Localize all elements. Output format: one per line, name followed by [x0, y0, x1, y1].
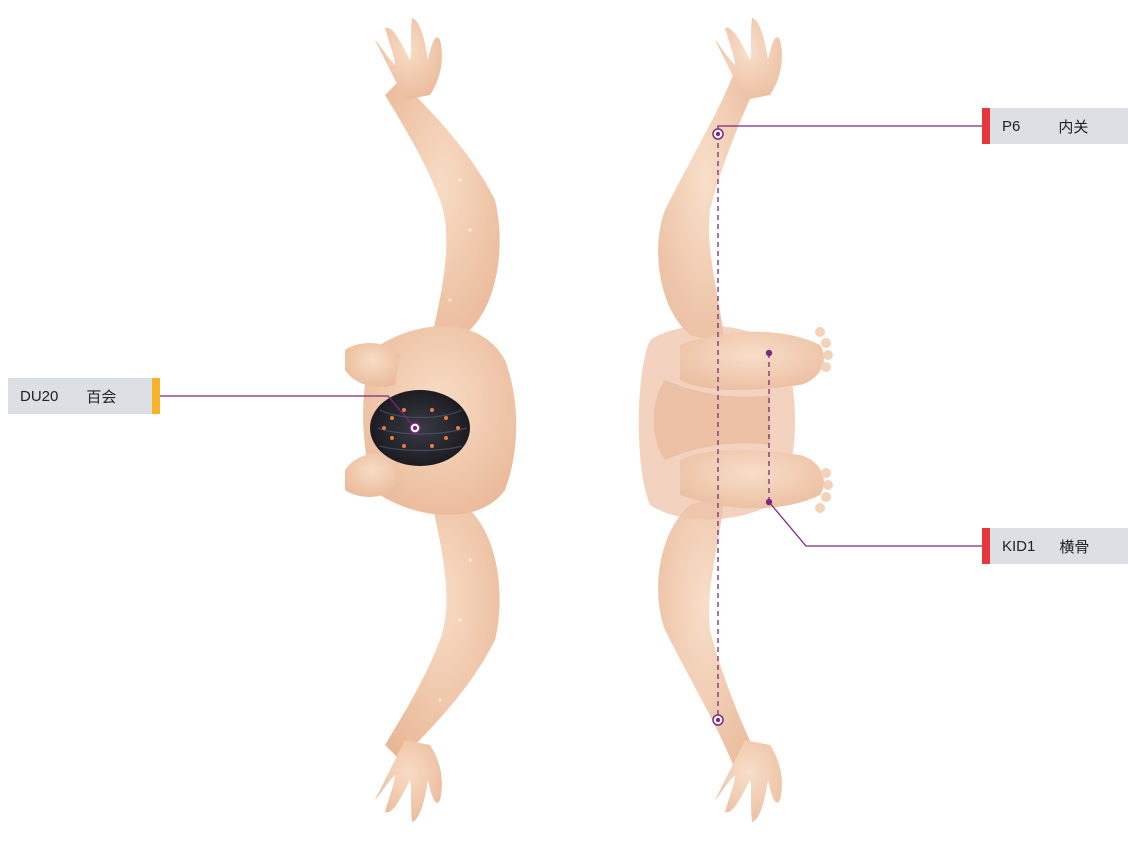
point-name: 横骨: [1059, 536, 1089, 557]
point-name: 内关: [1058, 116, 1088, 137]
label-kid1: KID1 横骨: [982, 528, 1128, 564]
p6-point-lower: [713, 715, 723, 725]
point-code: KID1: [1002, 538, 1035, 555]
p6-leader: [718, 126, 982, 134]
kid1-point-upper: [766, 350, 772, 356]
left-figure: [345, 18, 516, 822]
point-name: 百会: [86, 386, 116, 407]
kid1-point-lower: [766, 499, 772, 505]
kid1-leader: [769, 502, 982, 546]
label-marker: [982, 108, 990, 144]
right-figure: [639, 18, 833, 822]
label-du20: DU20 百会: [8, 378, 160, 414]
point-code: P6: [1002, 118, 1020, 135]
du20-point: [410, 423, 420, 433]
label-marker: [152, 378, 160, 414]
label-marker: [982, 528, 990, 564]
point-code: DU20: [20, 388, 58, 405]
leader-lines: [160, 126, 982, 720]
label-p6: P6 内关: [982, 108, 1128, 144]
p6-point-upper: [713, 129, 723, 139]
